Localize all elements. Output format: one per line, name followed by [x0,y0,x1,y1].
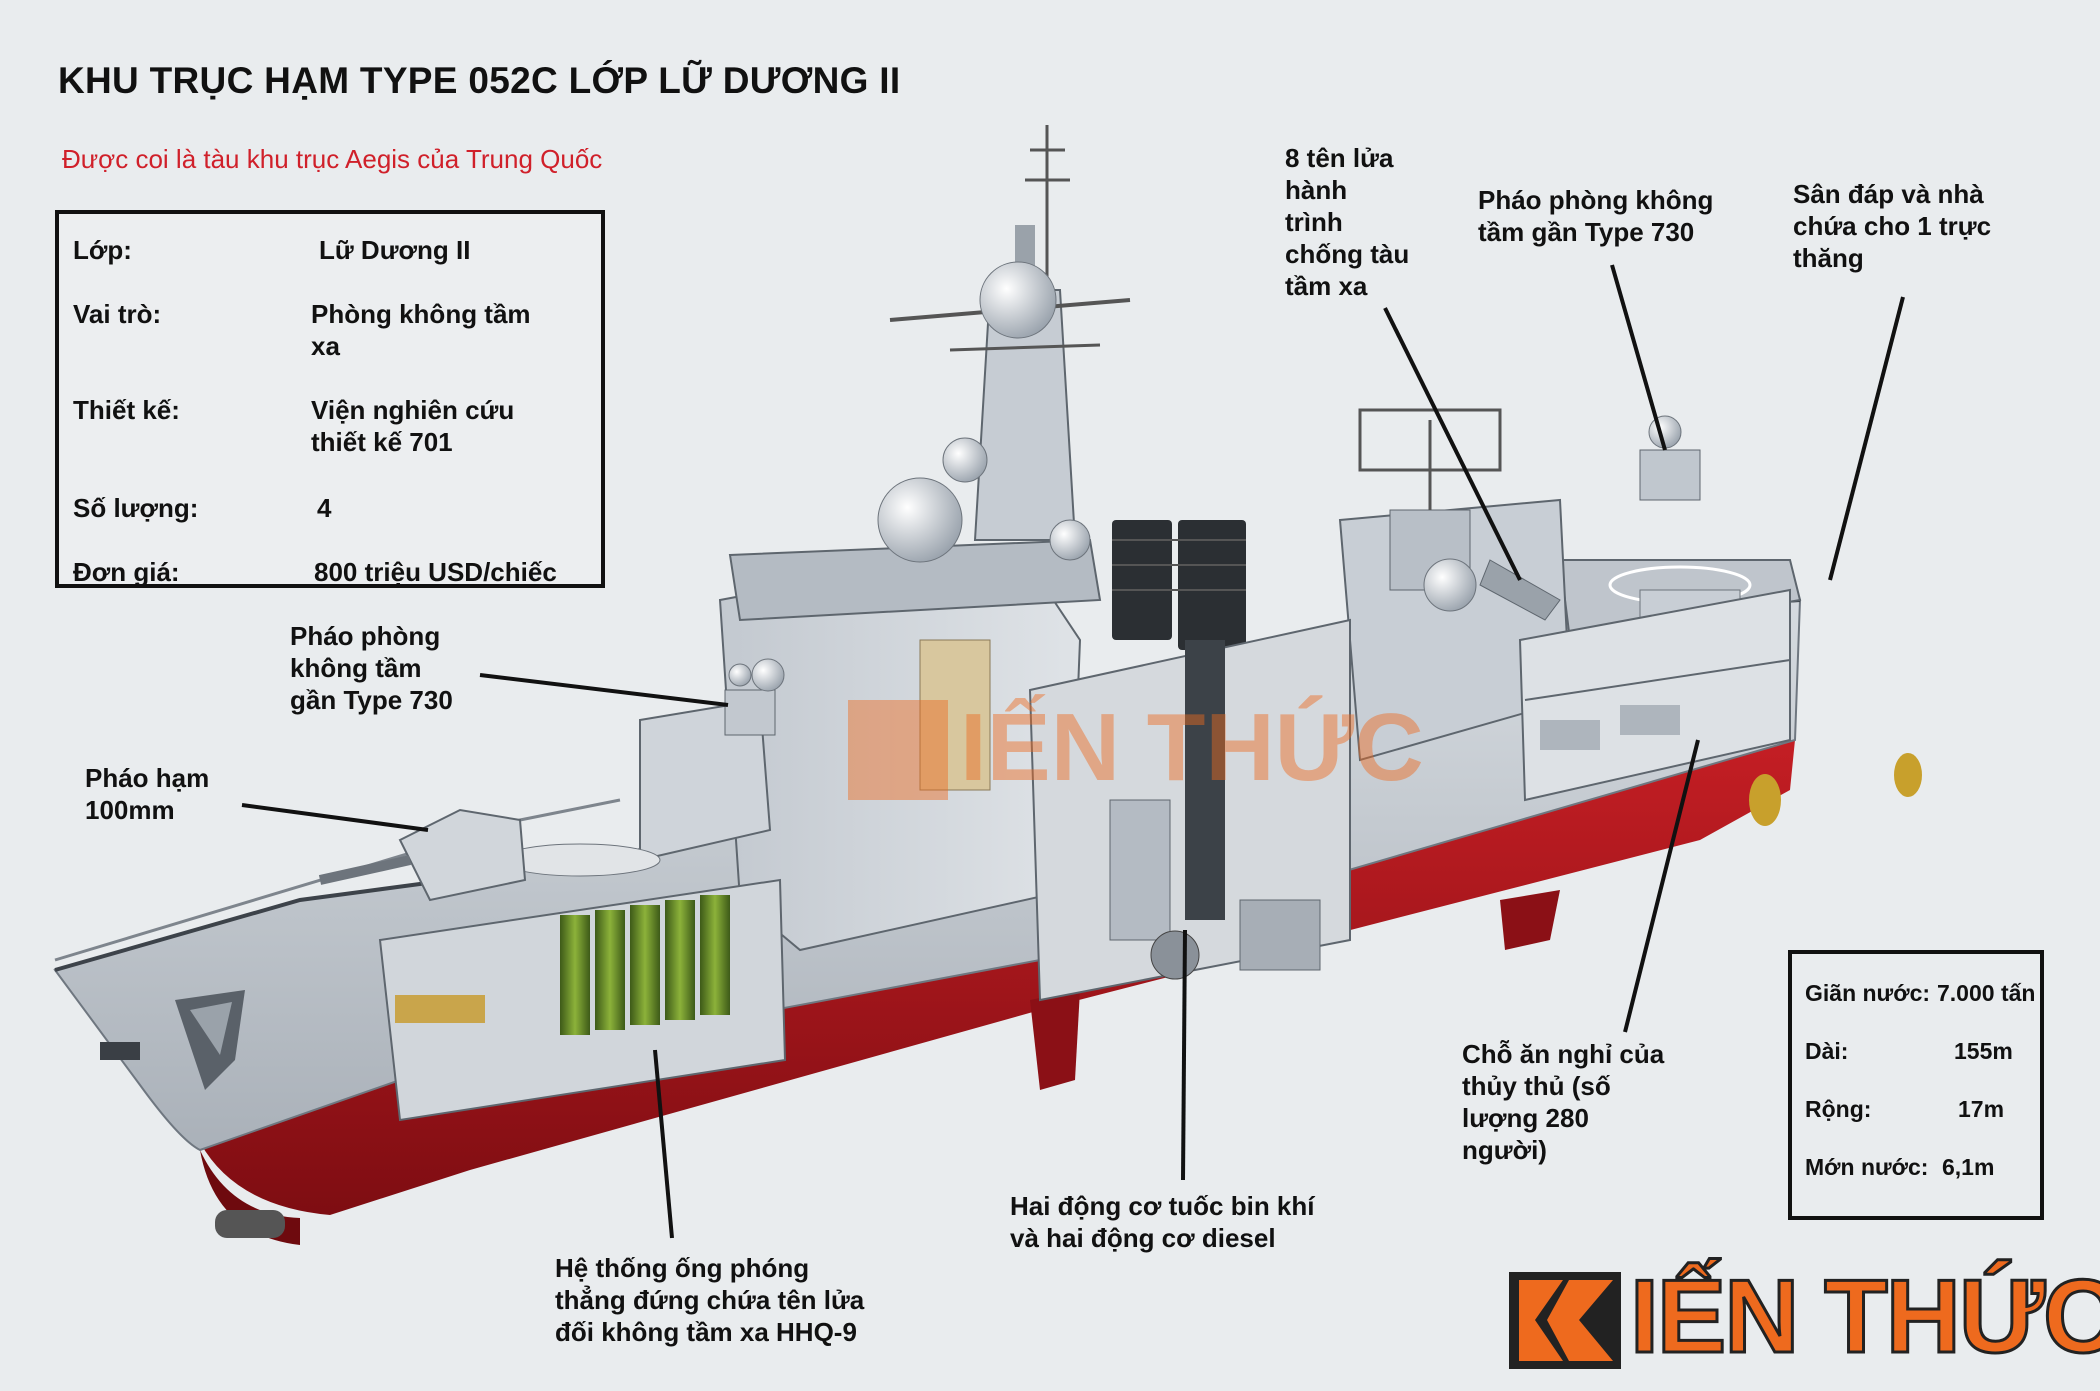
hull-red-bottom [190,740,1795,1245]
callout-line: thăng [1793,243,1864,273]
spec-value: Phòng không tầm xa [311,299,531,361]
callout-line: thẳng đứng chứa tên lửa [555,1285,865,1315]
spec-key: Lớp: [73,235,132,265]
dim-key: Giãn nước: [1805,980,1931,1006]
line-gun [241,803,429,832]
callout-gun: Pháo hạm 100mm [85,762,209,826]
dim-key: Dài: [1805,1038,1849,1064]
spec-value: Lữ Dương II [319,235,471,265]
dim-key: Rộng: [1805,1096,1872,1122]
callout-vls: Hệ thống ống phóng thẳng đứng chứa tên l… [555,1252,864,1348]
dim-key: Mớn nước: [1805,1154,1929,1180]
callout-line: Chỗ ăn nghỉ của [1462,1039,1665,1069]
callout-line: 100mm [85,795,175,825]
callout-helipad: Sân đáp và nhà chứa cho 1 trực thăng [1793,178,1991,274]
spec-table: Lớp: Lữ Dương II Vai trò: Phòng không tầ… [55,210,605,588]
callout-line: người) [1462,1135,1547,1165]
dim-value: 155m [1954,1038,2013,1064]
logo-k-icon [1509,1272,1621,1369]
dim-value: 7.000 tấn [1937,980,2036,1006]
callout-line: tầm gần Type 730 [1478,217,1695,247]
spec-value: 4 [317,493,332,523]
center-watermark: IẾN THỨC [848,693,1424,801]
callout-line: Hệ thống ống phóng [555,1253,810,1283]
callout-line: hành [1285,175,1348,205]
callout-line: Hai động cơ tuốc bin khí [1010,1191,1315,1221]
callout-line: tầm xa [1285,271,1368,301]
svg-text:IẾN THỨC: IẾN THỨC [960,693,1424,801]
propeller [1749,753,1922,826]
crew-quarters-cutaway [1518,588,1791,802]
callout-line: Sân đáp và nhà [1793,179,1984,209]
logo-text: IẾN THỨC [1628,1259,2100,1375]
callout-ciws-forward: Pháo phòng không tầm gần Type 730 [290,620,453,716]
callout-line: Pháo hạm [85,763,210,793]
spec-key: Thiết kế: [73,395,180,425]
funnels [1112,520,1246,650]
callout-lines [241,264,1905,1239]
line-vls [653,1049,674,1239]
ciws-forward [724,658,785,736]
dimensions-table: Giãn nước: 7.000 tấn Dài: 155m Rộng: 17m… [1788,950,2044,1220]
line-engines [1181,929,1187,1181]
callout-crew-quarters: Chỗ ăn nghỉ của thủy thủ (số lượng 280 n… [1462,1038,1664,1166]
spec-key: Vai trò: [73,299,162,329]
main-mast [877,125,1131,563]
spec-value: 800 triệu USD/chiếc [314,557,557,587]
callout-line: Pháo phòng không [1478,185,1714,215]
line-quarters [1623,739,1700,1033]
engine-room-cutaway [1028,618,1351,1002]
callout-ciws-aft: Pháo phòng không tầm gần Type 730 [1478,184,1713,248]
page-title: KHU TRỤC HẠM TYPE 052C LỚP LỮ DƯƠNG II [58,60,901,101]
forward-superstructure [639,538,1102,952]
line-ciws-fwd [479,673,729,707]
callout-line: chứa cho 1 trực [1793,211,1992,241]
callout-line: đối không tầm xa HHQ-9 [555,1317,857,1347]
callout-line: 8 tên lửa [1285,143,1394,173]
callout-line: không tầm [290,653,422,683]
callout-line: trình [1285,207,1343,237]
page-subtitle: Được coi là tàu khu trục Aegis của Trung… [62,144,603,174]
callout-line: và hai động cơ diesel [1010,1223,1276,1253]
line-missiles [1383,307,1522,581]
vls-cutaway [378,843,787,1122]
spec-key: Số lượng: [73,493,199,523]
callout-line: chống tàu [1285,239,1410,269]
callout-line: thủy thủ (số [1462,1071,1611,1101]
callout-line: Pháo phòng [290,621,441,651]
dim-value: 17m [1958,1096,2005,1122]
callout-line: gần Type 730 [290,685,453,715]
line-ciws-aft [1610,264,1667,451]
gun-100mm [318,808,527,902]
logo-mark [1505,1268,1625,1373]
callout-missiles: 8 tên lửa hành trình chống tàu tầm xa [1285,142,1409,302]
dim-value: 6,1m [1942,1154,1995,1180]
spec-value: Viện nghiên cứu thiết kế 701 [311,395,515,457]
line-helipad [1828,296,1905,581]
callout-engines: Hai động cơ tuốc bin khí và hai động cơ … [1010,1190,1314,1254]
callout-line: lượng 280 [1462,1103,1589,1133]
spec-key: Đơn giá: [73,557,180,587]
